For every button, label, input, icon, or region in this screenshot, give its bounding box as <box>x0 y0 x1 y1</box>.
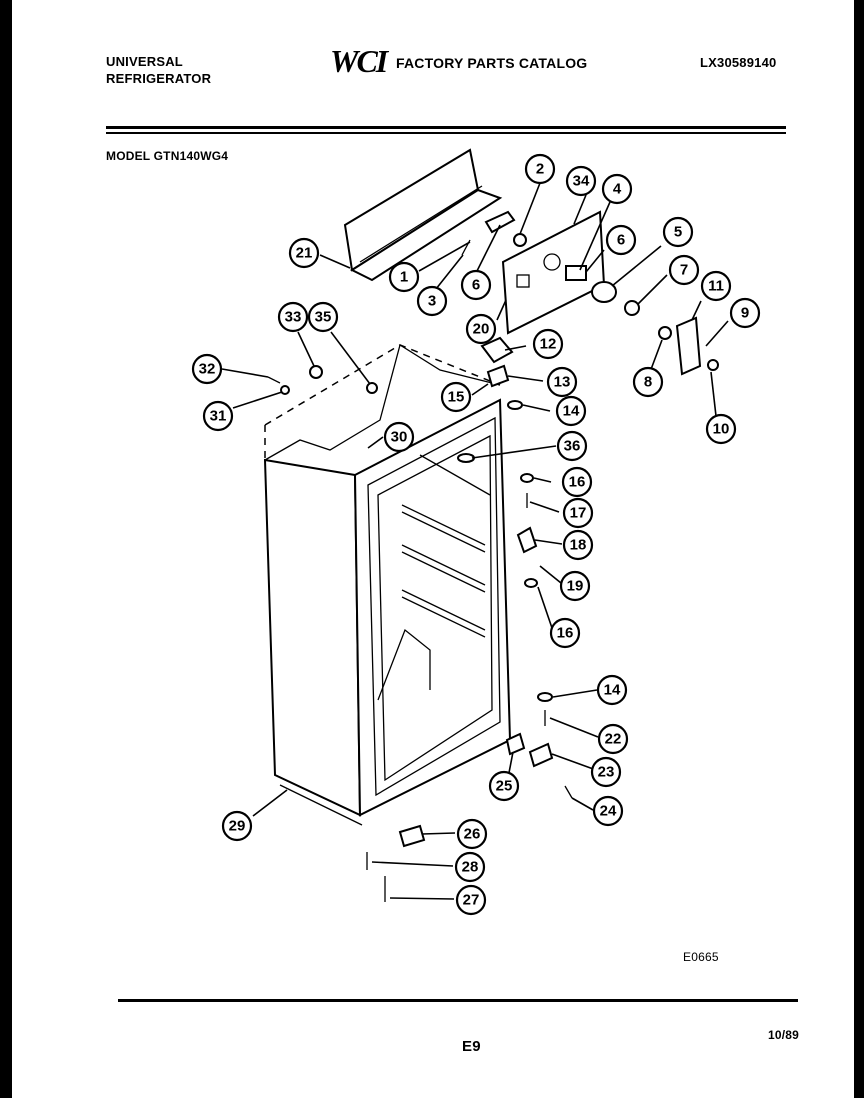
callout: 3 <box>416 285 448 317</box>
callout-label: 28 <box>462 859 479 876</box>
callout-label: 20 <box>473 321 490 338</box>
callout: 16 <box>549 617 581 649</box>
callout-label: 18 <box>570 537 587 554</box>
callout-label: 21 <box>296 245 313 262</box>
callout-label: 17 <box>570 505 587 522</box>
callout-label: 7 <box>680 262 688 279</box>
callout: 25 <box>488 770 520 802</box>
callout-label: 10 <box>713 421 730 438</box>
callout: 22 <box>597 723 629 755</box>
callout-label: 14 <box>563 403 580 420</box>
callout: 17 <box>562 497 594 529</box>
callout-label: 36 <box>564 438 581 455</box>
callout-label: 2 <box>536 161 544 178</box>
callout: 21 <box>288 237 320 269</box>
callout-label: 14 <box>604 682 621 699</box>
clip-parts <box>461 210 527 256</box>
callout: 35 <box>307 301 339 333</box>
callout-label: 11 <box>708 278 724 295</box>
wci-logo: WCI <box>330 43 388 79</box>
date-code: 10/89 <box>768 1028 800 1042</box>
callout: 2 <box>524 153 556 185</box>
page-number: E9 <box>462 1038 481 1055</box>
callout-label: 19 <box>567 578 584 595</box>
callout: 7 <box>668 254 700 286</box>
callout: 32 <box>191 353 223 385</box>
callout-label: 1 <box>400 269 408 286</box>
callout: 14 <box>596 674 628 706</box>
callout: 6 <box>460 269 492 301</box>
callout: 4 <box>601 173 633 205</box>
callout-label: 8 <box>644 374 652 391</box>
callout: 8 <box>632 366 664 398</box>
hinge-parts <box>267 336 573 902</box>
callout: 23 <box>590 756 622 788</box>
callout: 18 <box>562 529 594 561</box>
callout-label: 31 <box>210 408 227 425</box>
callout: 31 <box>202 400 234 432</box>
brand-line-2: REFRIGERATOR <box>106 71 212 86</box>
callout-label: 35 <box>315 309 332 326</box>
callout: 29 <box>221 810 253 842</box>
top-cover-part <box>343 148 503 282</box>
thermostat-part <box>624 300 719 376</box>
callout-label: 5 <box>674 224 682 241</box>
header-rule-thin <box>106 132 786 134</box>
callout: 5 <box>662 216 694 248</box>
callout-label: 23 <box>598 764 615 781</box>
callout-label: 25 <box>496 778 513 795</box>
callout: 33 <box>277 301 309 333</box>
callout-label: 6 <box>472 277 480 294</box>
callout-label: 12 <box>540 336 557 353</box>
callout-label: 15 <box>448 389 465 406</box>
callout-label: 27 <box>463 892 480 909</box>
callout: 28 <box>454 851 486 883</box>
callout-label: 32 <box>199 361 216 378</box>
callout-label: 4 <box>613 181 622 198</box>
callout-label: 6 <box>617 232 625 249</box>
brand-line-1: UNIVERSAL <box>106 54 183 69</box>
callout: 26 <box>456 818 488 850</box>
callout: 36 <box>556 430 588 462</box>
callout-label: 13 <box>554 374 571 391</box>
callout: 16 <box>561 466 593 498</box>
callout-label: 16 <box>557 625 574 642</box>
callout-label: 33 <box>285 309 302 326</box>
callout-label: 29 <box>229 818 246 835</box>
catalog-title: FACTORY PARTS CATALOG <box>396 55 588 71</box>
leader-lines <box>221 182 729 900</box>
callout: 1 <box>388 261 420 293</box>
callout-label: 9 <box>741 305 749 322</box>
control-panel-part <box>501 210 617 335</box>
callout: 14 <box>555 395 587 427</box>
callout: 11 <box>700 270 732 302</box>
callout: 13 <box>546 366 578 398</box>
callout: 19 <box>559 570 591 602</box>
callout: 20 <box>465 313 497 345</box>
callout: 12 <box>532 328 564 360</box>
callout-label: 3 <box>428 293 436 310</box>
callout-label: 16 <box>569 474 586 491</box>
footer-rule <box>118 999 798 1002</box>
catalog-number: LX30589140 <box>700 55 777 70</box>
callout: 10 <box>705 413 737 445</box>
callout: 15 <box>440 381 472 413</box>
callout-label: 22 <box>605 731 622 748</box>
callout-label: 26 <box>464 826 481 843</box>
callout-label: 24 <box>600 803 617 820</box>
callout-label: 30 <box>391 429 408 446</box>
cabinet-part <box>263 343 512 826</box>
callout: 6 <box>605 224 637 256</box>
callout: 9 <box>729 297 761 329</box>
callout-label: 34 <box>573 173 590 190</box>
model-label: MODEL GTN140WG4 <box>106 149 229 163</box>
callout: 27 <box>455 884 487 916</box>
callout: 24 <box>592 795 624 827</box>
callout: 30 <box>383 421 415 453</box>
header-rule-thick <box>106 126 786 129</box>
callout: 34 <box>565 165 597 197</box>
figure-code: E0665 <box>683 950 719 964</box>
